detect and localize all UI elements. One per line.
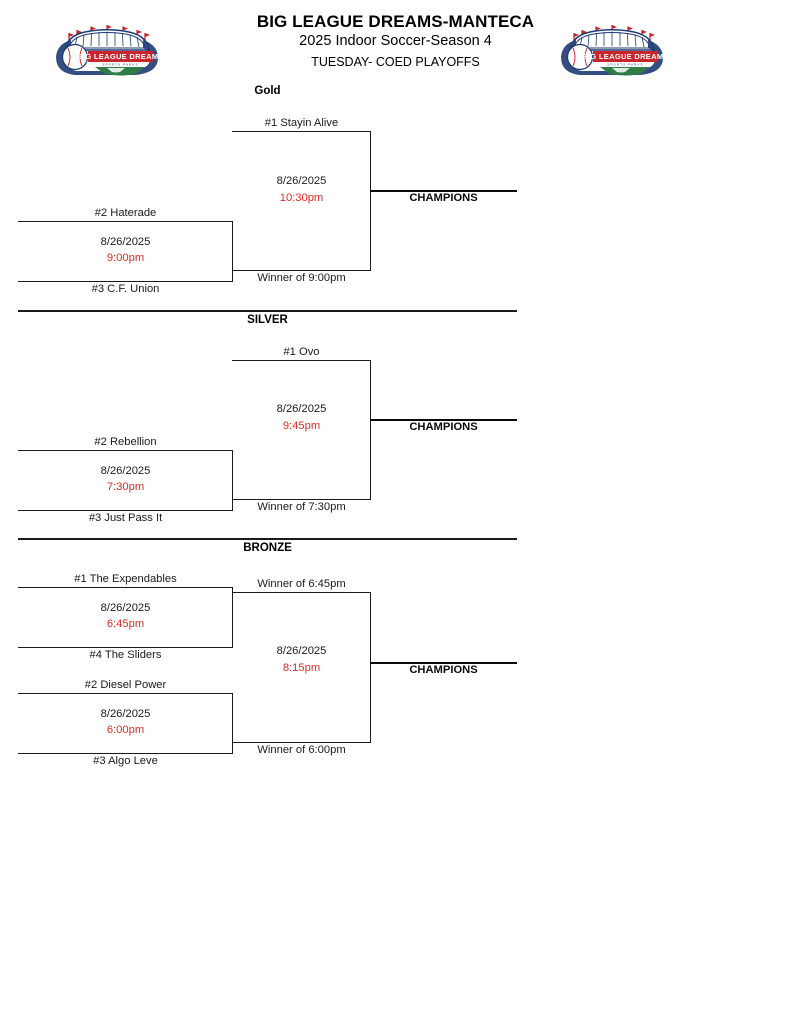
bronze-qf2-bottom-line: [18, 753, 233, 754]
svg-text:BIG LEAGUE DREAMS: BIG LEAGUE DREAMS: [77, 52, 163, 61]
silver-semifinal-time: 9:45pm: [282, 420, 321, 432]
silver-qf1-top-team: #2 Rebellion: [94, 436, 157, 448]
stadium-logo-icon: BIG LEAGUE DREAMS SPORTS PARKS: [56, 25, 163, 76]
gold-qf1-top-line: [18, 221, 233, 222]
gold-qf1-date: 8/26/2025: [100, 236, 151, 248]
silver-semifinal-top-team: #1 Ovo: [283, 346, 320, 358]
bronze-qf2-right-vline: [232, 693, 233, 754]
bronze-champions-line: [370, 662, 517, 664]
silver-qf1-time: 7:30pm: [106, 481, 145, 493]
bronze-final-time: 8:15pm: [282, 662, 321, 674]
silver-semifinal-bottom-team: Winner of 7:30pm: [257, 501, 346, 513]
bronze-final-right-vline: [370, 592, 371, 743]
bronze-final-bottom-team: Winner of 6:00pm: [257, 744, 346, 756]
bronze-qf2-top-team: #2 Diesel Power: [84, 679, 167, 691]
bronze-final-date: 8/26/2025: [276, 645, 327, 657]
gold-semifinal-bottom-line: [232, 270, 371, 271]
silver-qf1-bottom-line: [18, 510, 233, 511]
gold-semifinal-time: 10:30pm: [279, 192, 324, 204]
bronze-final-bottom-line: [232, 742, 371, 743]
silver-qf1-date: 8/26/2025: [100, 465, 151, 477]
bronze-qf2-top-line: [18, 693, 233, 694]
bronze-final-top-team: Winner of 6:45pm: [257, 578, 346, 590]
bronze-qf1-top-line: [18, 587, 233, 588]
section-label-silver: SILVER: [247, 314, 288, 326]
gold-semifinal-right-vline: [370, 131, 371, 271]
gold-semifinal-top-line: [232, 131, 371, 132]
bronze-qf1-date: 8/26/2025: [100, 602, 151, 614]
gold-champions-label: CHAMPIONS: [409, 192, 478, 204]
gold-qf1-right-vline: [232, 221, 233, 282]
gold-semifinal-date: 8/26/2025: [276, 175, 327, 187]
silver-champions-label: CHAMPIONS: [409, 421, 478, 433]
svg-text:SPORTS PARKS: SPORTS PARKS: [102, 63, 138, 67]
bronze-qf1-top-team: #1 The Expendables: [74, 573, 177, 585]
bronze-final-top-line: [232, 592, 371, 593]
svg-text:BIG LEAGUE DREAMS: BIG LEAGUE DREAMS: [582, 52, 668, 61]
gold-semifinal-bottom-team: Winner of 9:00pm: [257, 272, 346, 284]
silver-semifinal-bottom-line: [232, 499, 371, 500]
bronze-qf2-time: 6:00pm: [106, 724, 145, 736]
section-label-gold: Gold: [254, 85, 281, 97]
gold-qf1-bottom-line: [18, 281, 233, 282]
silver-semifinal-right-vline: [370, 360, 371, 500]
silver-qf1-bottom-team: #3 Just Pass It: [88, 512, 163, 524]
silver-qf1-top-line: [18, 450, 233, 451]
bronze-section-divider: [18, 538, 517, 540]
silver-champions-line: [370, 419, 517, 421]
stadium-logo-icon: BIG LEAGUE DREAMS SPORTS PARKS: [561, 25, 668, 76]
bronze-qf1-bottom-line: [18, 647, 233, 648]
silver-section-divider: [18, 310, 517, 312]
bronze-qf1-time: 6:45pm: [106, 618, 145, 630]
gold-qf1-bottom-team: #3 C.F. Union: [91, 283, 160, 295]
page-title: BIG LEAGUE DREAMS-MANTECA: [256, 12, 535, 31]
section-label-bronze: BRONZE: [243, 542, 292, 554]
bronze-champions-label: CHAMPIONS: [409, 664, 478, 676]
bronze-qf1-bottom-team: #4 The Sliders: [89, 649, 162, 661]
gold-qf1-top-team: #2 Haterade: [94, 207, 157, 219]
gold-qf1-time: 9:00pm: [106, 252, 145, 264]
bronze-qf2-bottom-team: #3 Algo Leve: [93, 755, 158, 767]
league-logo-right: BIG LEAGUE DREAMS SPORTS PARKS: [552, 18, 668, 80]
silver-qf1-right-vline: [232, 450, 233, 511]
gold-semifinal-top-team: #1 Stayin Alive: [264, 117, 339, 129]
bronze-qf1-right-vline: [232, 587, 233, 648]
bronze-qf2-date: 8/26/2025: [100, 708, 151, 720]
silver-semifinal-date: 8/26/2025: [276, 403, 327, 415]
league-logo-left: BIG LEAGUE DREAMS SPORTS PARKS: [47, 18, 163, 80]
svg-text:SPORTS PARKS: SPORTS PARKS: [607, 63, 643, 67]
page-subtitle-2: TUESDAY- COED PLAYOFFS: [311, 55, 480, 69]
gold-champions-line: [370, 190, 517, 192]
silver-semifinal-top-line: [232, 360, 371, 361]
page-subtitle: 2025 Indoor Soccer-Season 4: [299, 33, 492, 49]
